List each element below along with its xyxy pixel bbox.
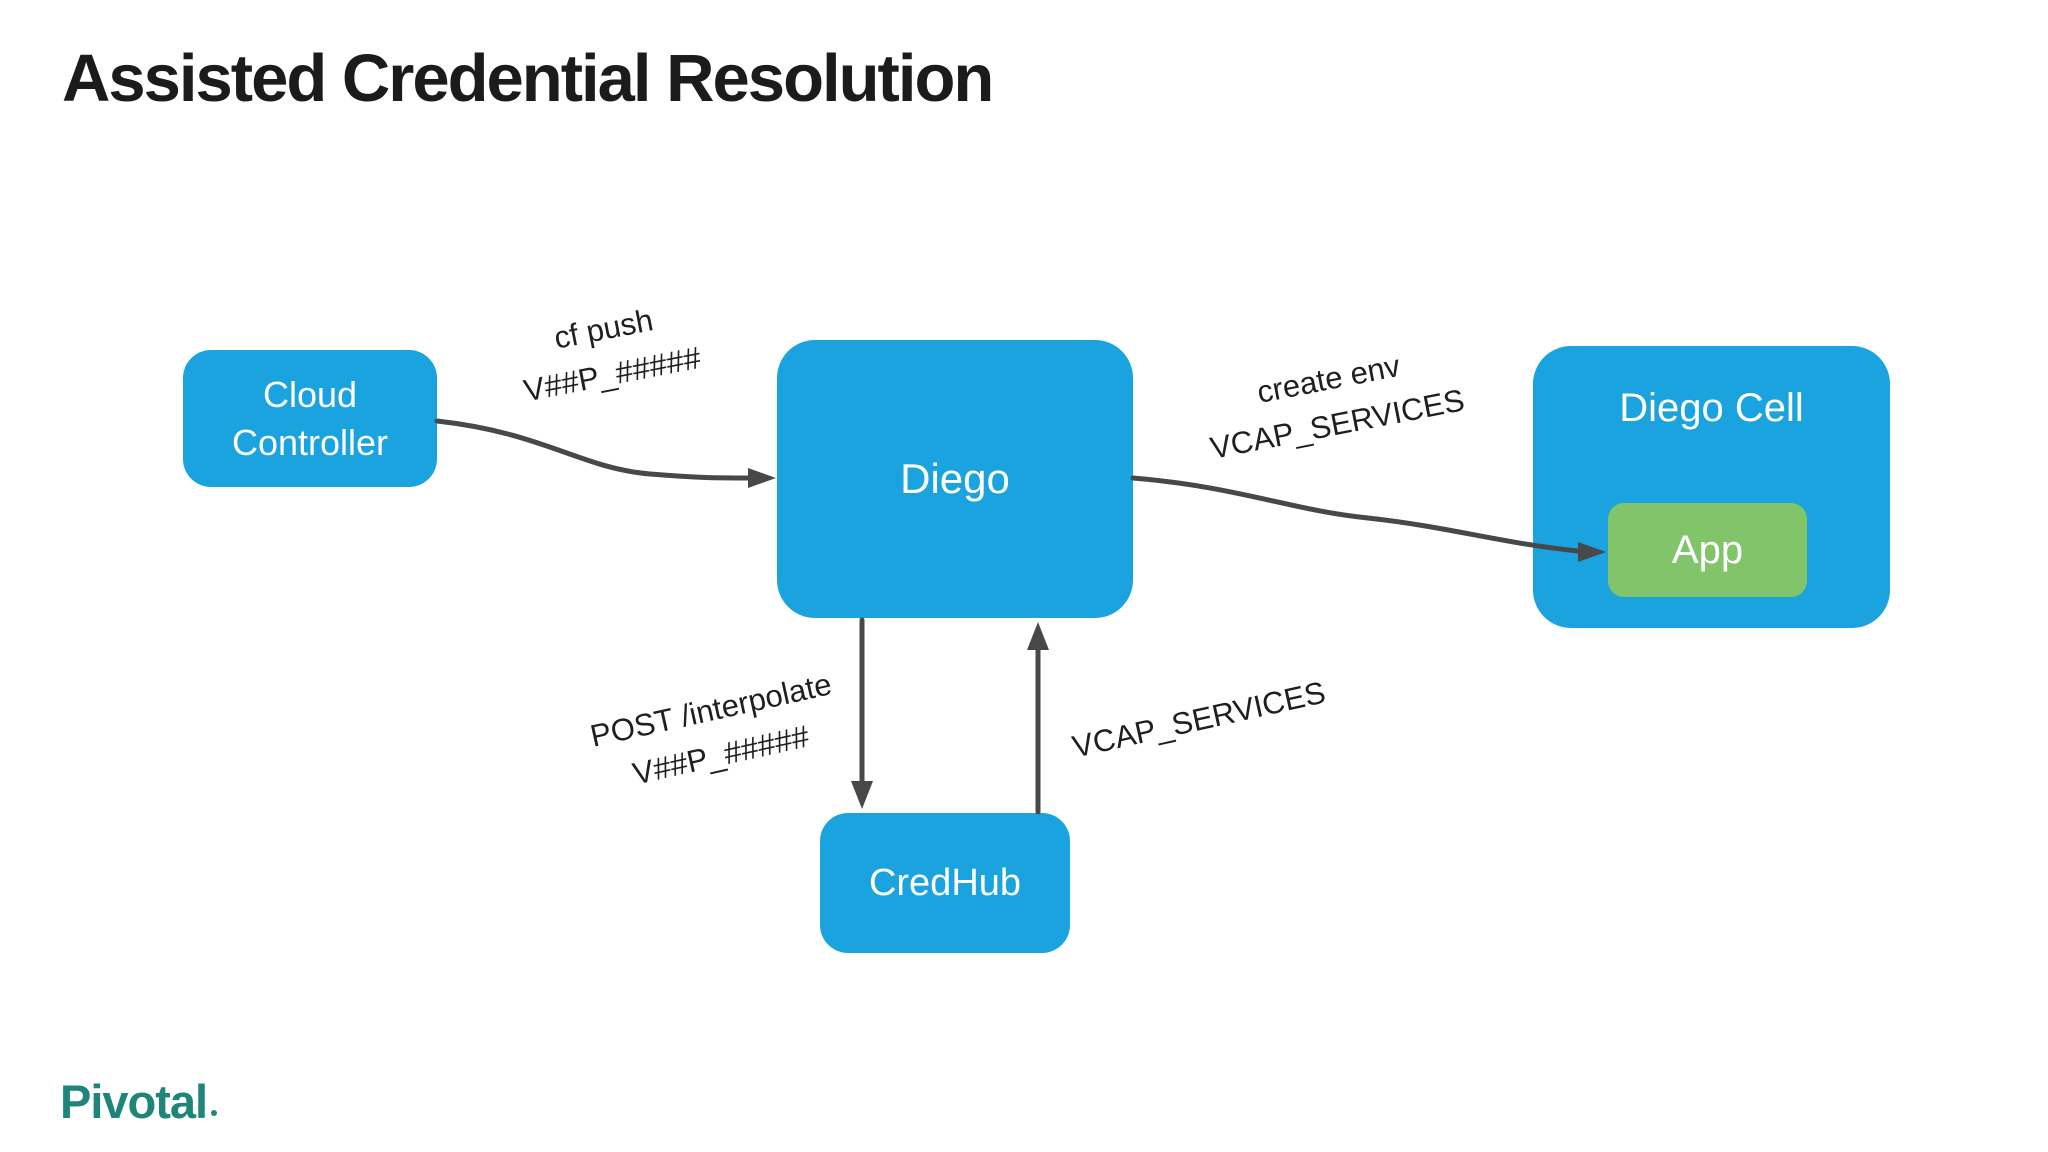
pivotal-logo: Pivotal [60, 1074, 218, 1129]
arrowhead-credhub-to-diego [1027, 622, 1049, 650]
pivotal-logo-text: Pivotal [60, 1075, 208, 1128]
node-credhub-label: CredHub [868, 861, 1022, 904]
arrow-cloud-controller-to-diego [434, 418, 753, 481]
registered-mark-dot [211, 1110, 218, 1116]
arrowhead-cloud-controller-to-diego [748, 468, 776, 488]
node-cloud-controller: Cloud Controller [183, 350, 437, 487]
node-diego-cell-label: Diego Cell [1619, 386, 1804, 430]
node-diego: Diego [777, 340, 1133, 618]
node-app: App [1608, 503, 1807, 597]
node-cloud-controller-label-line2: Controller [231, 421, 389, 463]
edge-label-vcap-services-line1: VCAP_SERVICES [1069, 674, 1329, 765]
arrow-diego-to-app [1130, 475, 1581, 554]
node-diego-label: Diego [900, 455, 1010, 502]
edge-label-cf-push: cf push V##P_##### [452, 278, 764, 426]
arrowhead-diego-to-credhub [851, 781, 873, 809]
node-app-label: App [1671, 527, 1744, 572]
page-title: Assisted Credential Resolution [62, 41, 994, 116]
node-cloud-controller-label-line1: Cloud [262, 373, 358, 415]
edge-label-post-interpolate: POST /interpolate V##P_##### [511, 645, 921, 821]
node-credhub: CredHub [820, 813, 1070, 953]
edge-label-create-env: create env VCAP_SERVICES [1148, 322, 1519, 481]
edge-label-vcap-services: VCAP_SERVICES [1018, 659, 1379, 782]
